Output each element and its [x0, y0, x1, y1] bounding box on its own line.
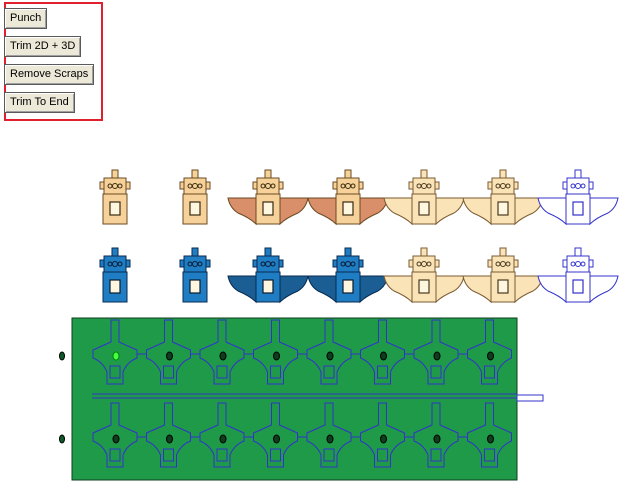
trim-to-end-button[interactable]: Trim To End [4, 92, 75, 113]
nested-part-outline [92, 319, 147, 385]
nested-part-outline [199, 402, 254, 468]
punch-button[interactable]: Punch [4, 8, 48, 29]
part-step-lower-5 [383, 247, 465, 304]
sheet-blank[interactable] [71, 317, 518, 481]
strip-tab [516, 394, 544, 402]
part-step-upper-5 [383, 169, 465, 226]
pilot-hole-icon [59, 351, 65, 361]
nested-part-outline [306, 319, 361, 385]
part-step-lower-2 [179, 247, 211, 303]
part-step-lower-6 [462, 247, 544, 304]
nested-part-outline [360, 319, 414, 385]
part-step-upper-1 [99, 169, 131, 225]
nested-part-outline [199, 319, 254, 385]
part-step-upper-4 [307, 169, 389, 226]
part-step-upper-2 [179, 169, 211, 225]
nested-part-outline [306, 402, 361, 468]
pilot-hole-icon [59, 434, 65, 444]
process-steps [99, 169, 619, 304]
part-step-lower-7 [537, 247, 619, 304]
nested-part-outline [92, 402, 147, 468]
nested-part-outline [413, 402, 468, 468]
nested-part-outline [413, 319, 468, 385]
remove-scraps-button[interactable]: Remove Scraps [4, 64, 95, 85]
command-panel [4, 2, 103, 121]
part-step-lower-1 [99, 247, 131, 303]
part-step-upper-6 [462, 169, 544, 226]
nested-part-outline [467, 402, 512, 468]
nested-part-outline [146, 402, 200, 468]
nested-part-outline [467, 319, 512, 385]
nested-sheet[interactable] [59, 317, 544, 481]
trim-2d-3d-button[interactable]: Trim 2D + 3D [4, 36, 82, 57]
part-step-upper-3 [227, 169, 309, 226]
nested-part-outline [253, 402, 307, 468]
part-step-lower-3 [227, 247, 309, 304]
nested-part-outline [146, 319, 200, 385]
nested-part-outline [360, 402, 414, 468]
part-step-lower-4 [307, 247, 389, 304]
nested-part-outline [253, 319, 307, 385]
part-step-upper-7 [537, 169, 619, 226]
